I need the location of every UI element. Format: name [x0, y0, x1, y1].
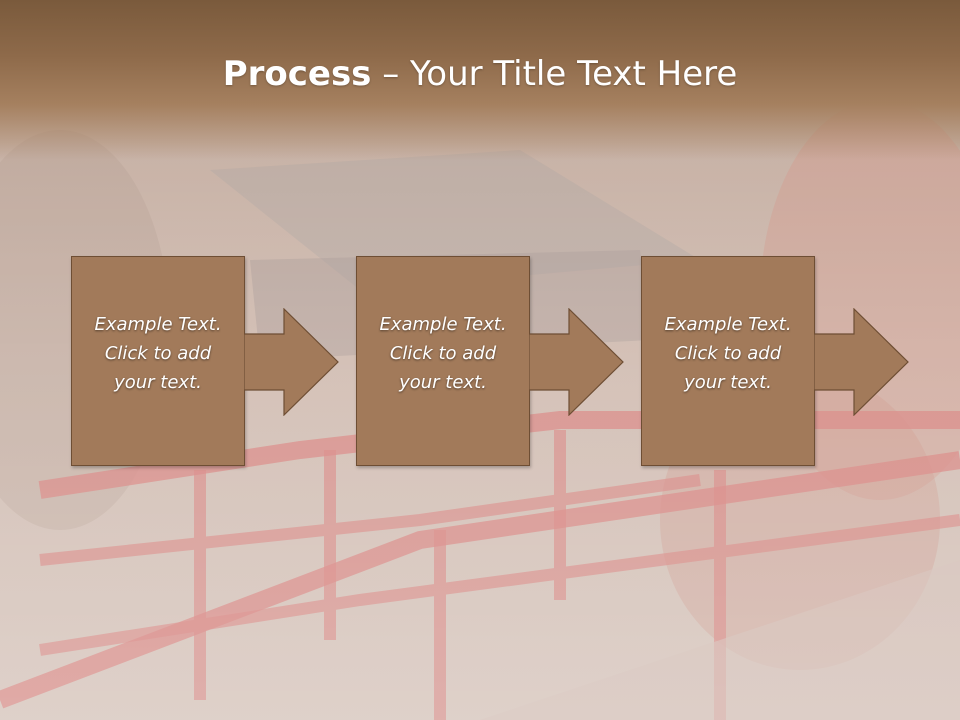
process-step-3[interactable]: Example Text. Click to add your text. — [641, 256, 817, 468]
title-bold: Process — [222, 54, 372, 94]
step-text[interactable]: Example Text. Click to add your text. — [379, 314, 507, 393]
arrow-right-icon — [814, 308, 909, 416]
process-step-2[interactable]: Example Text. Click to add your text. — [356, 256, 532, 468]
step-text[interactable]: Example Text. Click to add your text. — [664, 314, 792, 393]
arrow-right-icon — [529, 308, 624, 416]
slide-title[interactable]: Process – Your Title Text Here — [0, 52, 960, 96]
title-rest: – Your Title Text Here — [371, 54, 738, 94]
step-box — [356, 256, 530, 466]
step-box — [71, 256, 245, 466]
step-box — [641, 256, 815, 466]
step-text[interactable]: Example Text. Click to add your text. — [94, 314, 222, 393]
arrow-right-icon — [244, 308, 339, 416]
title-band — [0, 0, 960, 160]
process-step-1[interactable]: Example Text. Click to add your text. — [71, 256, 247, 468]
